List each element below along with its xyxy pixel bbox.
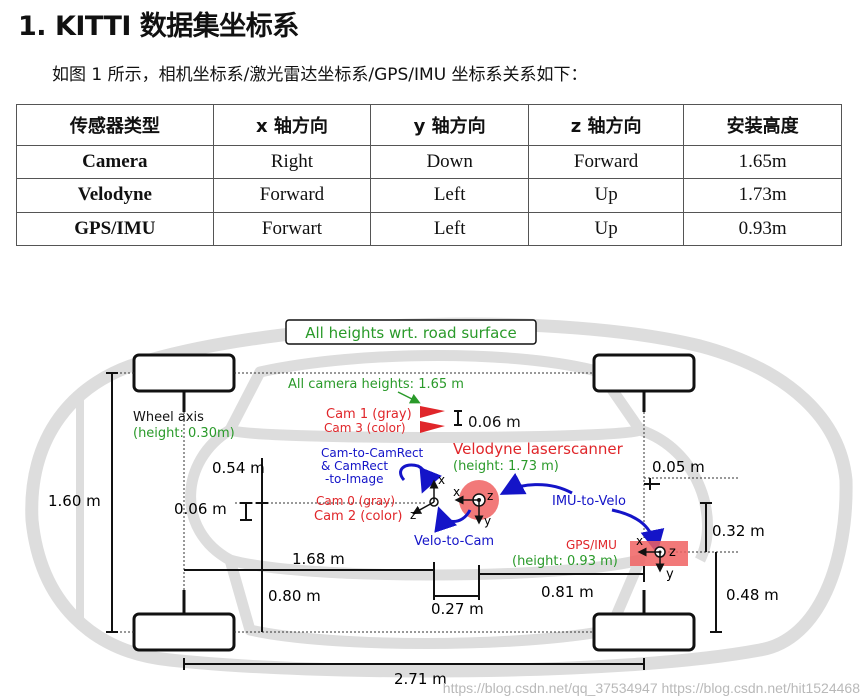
sensor-table: 传感器类型 x 轴方向 y 轴方向 z 轴方向 安装高度 Camera Righ… (16, 104, 842, 247)
velo-to-cam-label: Velo-to-Cam (414, 534, 494, 549)
wheel-front-left (132, 353, 236, 393)
table-cell: Forward (528, 144, 685, 180)
table-cell: Down (370, 144, 530, 180)
dim-1-60: 1.60 m (48, 492, 101, 510)
wheel-rear-left (592, 353, 696, 393)
table-cell: Left (370, 178, 530, 213)
watermark: https://blog.csdn.net/qq_37534947 https:… (442, 680, 860, 696)
dim-0-06: 0.06 m (174, 500, 227, 518)
camera-heights-arrow (397, 391, 421, 404)
table-cell: 1.73m (683, 178, 842, 213)
cam1-label: Cam 1 (gray) (326, 407, 412, 422)
cam0-label: Cam 0 (gray) (316, 494, 395, 508)
table-row: Velodyne Forward Left Up 1.73m (16, 178, 842, 213)
column-header: 安装高度 (683, 104, 842, 146)
dim-1-68: 1.68 m (292, 550, 345, 568)
cam-gap-label: 0.06 m (468, 413, 521, 431)
cam-gap-bracket (454, 410, 462, 426)
dimension-lines (106, 372, 722, 670)
camrect-label: & CamRect (321, 459, 388, 473)
dim-0-05: 0.05 m (652, 458, 705, 476)
dim-0-80: 0.80 m (268, 587, 321, 605)
velodyne-axis-y: y (484, 514, 491, 528)
wheel-rear-right (592, 612, 696, 652)
gps-axis-y: y (666, 567, 674, 582)
to-image-label: -to-Image (325, 472, 384, 486)
guide-lines (120, 372, 740, 633)
gps-imu-height-label: (height: 0.93 m) (512, 554, 618, 569)
velo-to-cam-arrow (434, 506, 472, 533)
table-cell: Up (528, 211, 685, 247)
table-cell: Left (370, 211, 530, 247)
cam-to-camrect-label: Cam-to-CamRect (321, 446, 424, 460)
wheel-front-right (132, 612, 236, 652)
gps-axis-z: z (669, 545, 676, 560)
cam-to-camrect-arrow (399, 463, 442, 494)
table-cell: 1.65m (683, 144, 842, 180)
gps-imu-label: GPS/IMU (566, 538, 617, 552)
column-header: y 轴方向 (370, 104, 530, 146)
banner-label: All heights wrt. road surface (305, 324, 517, 342)
dim-0-48: 0.48 m (726, 586, 779, 604)
banner-box (285, 319, 537, 345)
camera-axis-z: z (410, 508, 416, 522)
imu-to-velo-arrow (499, 472, 573, 495)
wheel-axis-height-label: (height: 0.30m) (133, 426, 235, 441)
table-row: Camera Right Down Forward 1.65m (16, 144, 842, 180)
velodyne-axis-x: x (453, 485, 460, 499)
cam3-label: Cam 3 (color) (324, 421, 406, 435)
kitti-sensor-setup-figure: All heights wrt. road surface All camera… (25, 317, 853, 688)
column-header: x 轴方向 (212, 104, 372, 146)
table-cell: Forward (212, 178, 372, 213)
table-cell: 0.93m (683, 211, 842, 247)
column-header: z 轴方向 (528, 104, 685, 146)
dim-0-27: 0.27 m (431, 600, 484, 618)
dim-2-71: 2.71 m (394, 670, 447, 688)
velodyne-label: Velodyne laserscanner (453, 440, 624, 458)
cam2-label: Cam 2 (color) (314, 509, 402, 524)
camera-axis-x: x (438, 473, 445, 487)
table-cell: GPS/IMU (16, 211, 214, 247)
camera-icon (420, 406, 445, 418)
gps-axis-x: x (636, 534, 643, 548)
table-cell: Velodyne (16, 178, 214, 213)
camera-icon (420, 421, 445, 433)
table-cell: Forwart (212, 211, 372, 247)
dim-0-32: 0.32 m (712, 522, 765, 540)
velodyne-axis-z: z (487, 489, 493, 503)
table-row: GPS/IMU Forwart Left Up 0.93m (16, 211, 842, 247)
column-header: 传感器类型 (16, 104, 214, 146)
table-header-row: 传感器类型 x 轴方向 y 轴方向 z 轴方向 安装高度 (16, 104, 842, 146)
dim-0-54: 0.54 m (212, 459, 265, 477)
velodyne-height-label: (height: 1.73 m) (453, 459, 559, 474)
wheel-axis-label: Wheel axis (133, 410, 204, 425)
table-cell: Right (212, 144, 372, 180)
intro-paragraph: 如图 1 所示，相机坐标系/激光雷达坐标系/GPS/IMU 坐标系关系如下： (52, 65, 588, 85)
section-heading: 1. KITTI 数据集坐标系 (18, 11, 299, 42)
table-cell: Up (528, 178, 685, 213)
camera-heights-label: All camera heights: 1.65 m (288, 377, 464, 392)
table-cell: Camera (16, 144, 214, 180)
dim-0-81: 0.81 m (541, 583, 594, 601)
imu-to-velo-label: IMU-to-Velo (552, 494, 626, 509)
car-outline (25, 317, 853, 678)
